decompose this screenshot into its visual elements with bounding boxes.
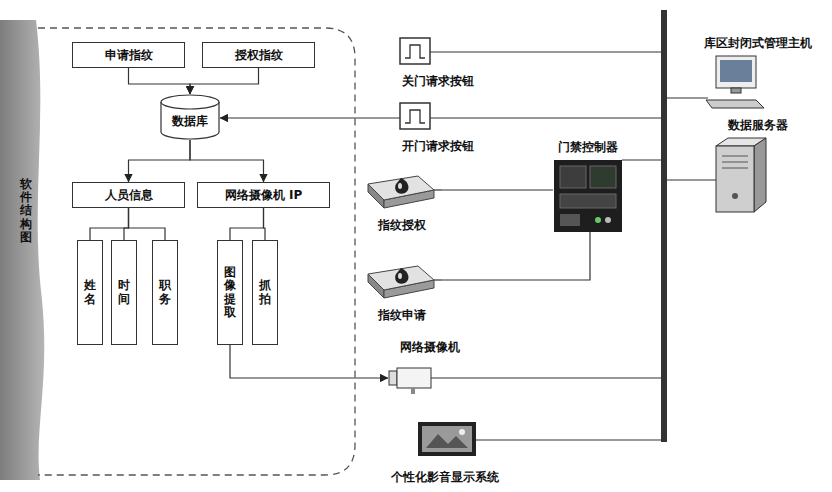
connector xyxy=(442,189,553,190)
database-cylinder: 数据库 xyxy=(160,94,220,140)
node-label: 个性化影音显示系统 xyxy=(391,470,499,484)
process-box: 网络摄像机 IP xyxy=(197,182,330,208)
device-node: 库区封闭式管理主机 xyxy=(692,36,824,114)
connector xyxy=(129,68,191,94)
button-icon xyxy=(400,103,430,129)
node-label: 库区封闭式管理主机 xyxy=(704,36,812,50)
node-label: 图像提取 xyxy=(224,266,236,319)
node-label: 网络摄像机 IP xyxy=(225,188,302,202)
node-label: 开门请求按钮 xyxy=(402,139,474,153)
controller-icon xyxy=(554,160,622,232)
device-node: 网络摄像机 xyxy=(388,340,472,392)
node-label: 数据服务器 xyxy=(728,118,788,132)
connector xyxy=(129,140,191,182)
field-box: 姓名 xyxy=(77,240,103,345)
cylinder-top xyxy=(161,95,219,109)
fingerprint-reader-icon xyxy=(368,266,434,298)
device-node: 数据服务器 xyxy=(708,118,808,212)
node-label: 门禁控制器 xyxy=(558,140,618,154)
device-node: 关门请求按钮 xyxy=(390,36,486,88)
node-label: 抓拍 xyxy=(259,279,271,305)
computer-icon xyxy=(706,56,764,108)
software-region: 软件结构图 申请指纹 授权指纹数据库人员信息 网络摄像机 IP 姓名时间 职务 图像提取 抓拍 xyxy=(8,28,355,475)
device-node: 指纹授权 xyxy=(362,168,442,232)
node-label: 人员信息 xyxy=(105,188,153,202)
side-band xyxy=(0,20,44,480)
button-icon xyxy=(400,38,430,64)
field-box: 时间 xyxy=(111,240,137,345)
dashed-border xyxy=(38,28,355,475)
bus-wires xyxy=(390,52,716,442)
node-label: 指纹授权 xyxy=(378,218,426,232)
process-box: 申请指纹 xyxy=(72,42,185,68)
field-box: 抓拍 xyxy=(252,240,278,345)
connector xyxy=(442,232,590,280)
connector xyxy=(264,208,266,240)
node-label: 姓名 xyxy=(84,279,96,305)
field-box: 图像提取 xyxy=(217,240,243,345)
process-box: 人员信息 xyxy=(72,182,185,208)
node-label: 申请指纹 xyxy=(105,48,153,62)
camera-icon xyxy=(389,368,431,394)
device-node: 门禁控制器 xyxy=(553,140,623,232)
display-icon xyxy=(418,422,476,456)
connector xyxy=(90,208,129,240)
connector xyxy=(230,345,388,378)
device-node: 指纹申请 xyxy=(362,258,442,322)
node-label: 数据库 xyxy=(172,114,208,128)
node-label: 关门请求按钮 xyxy=(402,74,474,88)
node-label: 授权指纹 xyxy=(235,48,283,62)
connector xyxy=(230,208,264,240)
connector xyxy=(190,68,259,94)
connector xyxy=(124,208,129,240)
process-box: 授权指纹 xyxy=(202,42,315,68)
device-node: 开门请求按钮 xyxy=(390,101,486,153)
connector xyxy=(129,208,166,240)
node-label: 时间 xyxy=(118,279,130,305)
node-label: 指纹申请 xyxy=(378,308,426,322)
fingerprint-reader-icon xyxy=(368,176,434,208)
server-icon xyxy=(716,138,766,212)
node-label: 网络摄像机 xyxy=(400,340,460,354)
connector xyxy=(220,117,390,118)
network-bus xyxy=(661,10,667,442)
device-node: 个性化影音显示系统 xyxy=(370,420,520,484)
connector xyxy=(190,140,264,182)
node-label: 软件结构图 xyxy=(20,178,32,244)
field-box: 职务 xyxy=(152,240,178,345)
node-label: 职务 xyxy=(159,279,171,305)
